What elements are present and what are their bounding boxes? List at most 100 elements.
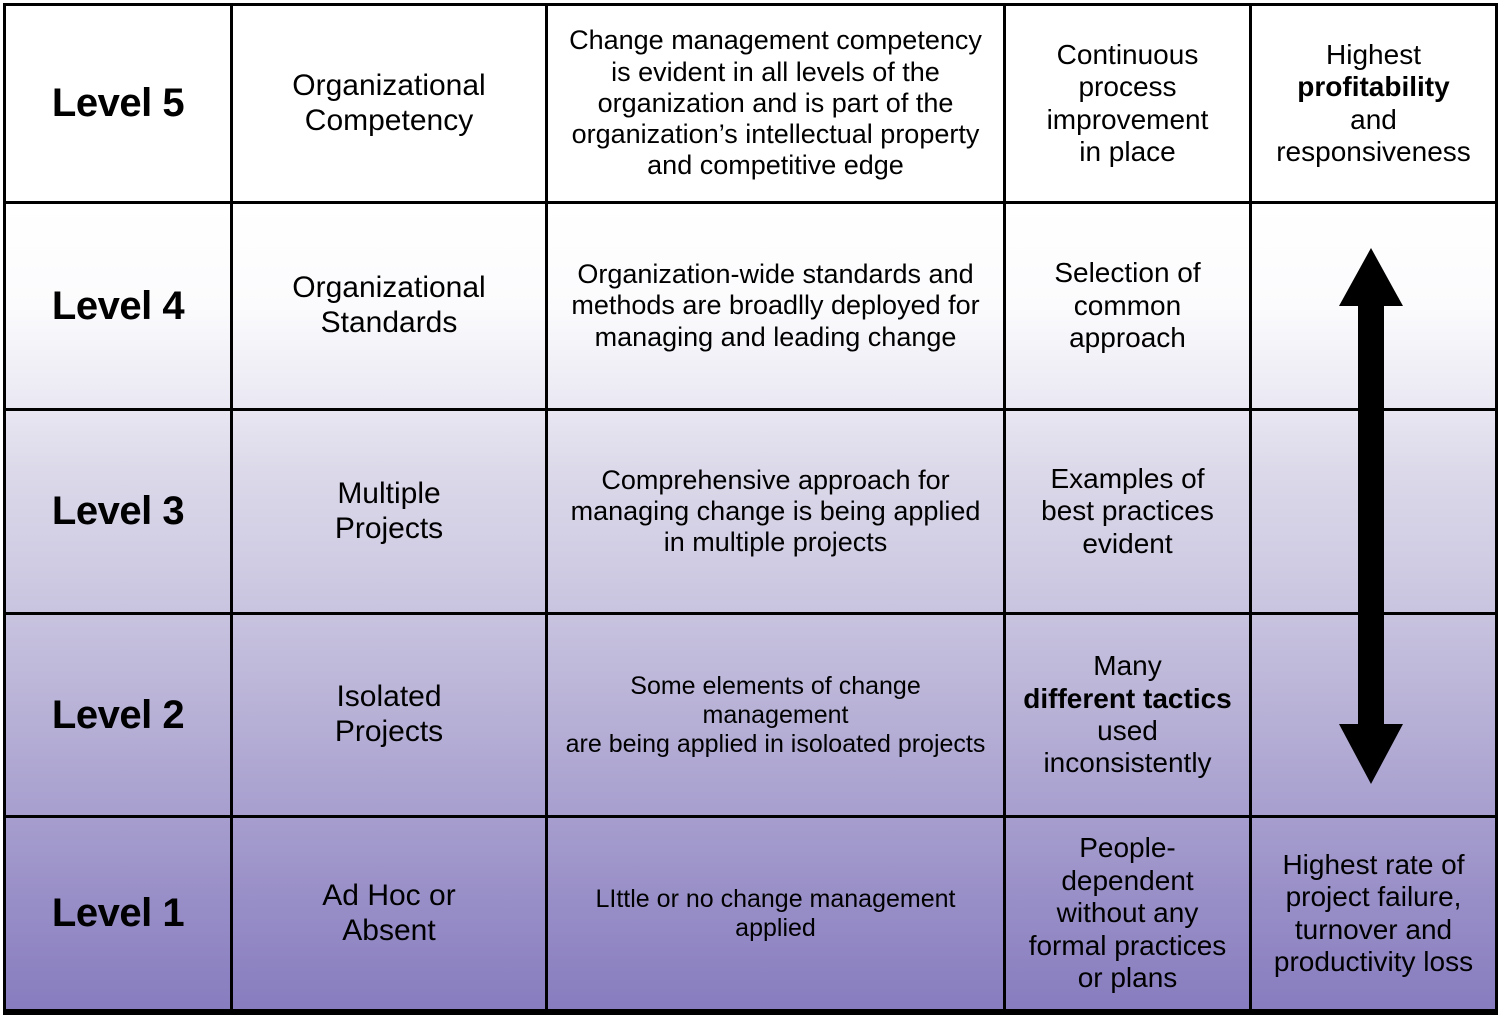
maturity-grid: Level 5 Organizational Competency Change… [3,3,1498,1015]
description-text: Comprehensive approach for managing chan… [571,465,981,559]
stage-cell-4: Organizational Standards [233,204,548,408]
characteristic-line: common [1073,289,1182,321]
description-cell-3: Comprehensive approach for managing chan… [548,411,1006,612]
outcome-cell-5: Highest profitability and responsiveness [1252,6,1495,201]
characteristic-line: evident [1082,527,1173,559]
level-cell-4: Level 4 [6,204,233,408]
outcome-line: and [1350,103,1397,135]
outcome-line: Highest rate of [1282,848,1465,880]
characteristic-line: approach [1069,322,1186,354]
outcome-line: project failure, [1285,881,1462,913]
stage-label: Isolated Projects [335,680,443,750]
outcome-cell-1: Highest rate of project failure, turnove… [1252,818,1495,1009]
level-label: Level 5 [51,81,185,126]
characteristic-cell-4: Selection of common approach [1006,204,1252,408]
characteristic-cell-1: People-dependent without any formal prac… [1006,818,1252,1009]
outcome-text: Highest rate of project failure, turnove… [1274,849,1473,979]
description-text: Change management competency is evident … [569,25,982,182]
outcome-line: responsiveness [1276,135,1471,167]
characteristic-line: People-dependent [1061,832,1194,896]
stage-label: Organizational Standards [292,271,485,341]
description-cell-2: Some elements of change management are b… [548,615,1006,815]
table-row: Level 1 Ad Hoc or Absent LIttle or no ch… [6,818,1495,1012]
description-text: LIttle or no change management applied [556,885,995,943]
stage-line: Organizational [292,271,486,305]
characteristic-line: Many [1093,650,1162,682]
table-row: Level 4 Organizational Standards Organiz… [6,204,1495,411]
stage-line: Multiple [337,476,441,510]
stage-line: Competency [304,103,474,137]
description-line: managing change is being applied [570,495,981,526]
level-cell-1: Level 1 [6,818,233,1009]
description-line: Organization-wide standards and [577,259,974,290]
characteristic-line: improvement [1046,103,1209,135]
level-cell-3: Level 3 [6,411,233,612]
description-line: and competitive edge [647,150,904,181]
stage-line: Organizational [292,68,486,102]
characteristic-line: Selection of [1054,257,1201,289]
characteristic-cell-5: Continuous process improvement in place [1006,6,1252,201]
table-row: Level 5 Organizational Competency Change… [6,6,1495,204]
level-label: Level 2 [51,692,185,737]
description-text: Some elements of change management are b… [556,672,995,759]
level-cell-5: Level 5 [6,6,233,201]
characteristic-line: in place [1079,135,1176,167]
outcome-line: profitability [1297,71,1450,103]
description-line: managing and leading change [594,321,957,352]
stage-line: Standards [320,306,458,339]
stage-line: Projects [334,511,444,545]
stage-line: Isolated [336,680,442,714]
description-text: Organization-wide standards and methods … [571,259,979,353]
description-line: organization’s intellectual property [571,119,980,150]
stage-cell-2: Isolated Projects [233,615,548,815]
description-line: methods are broadlly deployed for [571,290,980,321]
stage-line: Ad Hoc or [322,878,456,912]
level-label: Level 4 [51,283,185,328]
characteristic-line: process [1078,71,1177,103]
outcome-cell-3 [1252,411,1495,612]
outcome-line: turnover and [1294,913,1453,945]
characteristic-text: Many different tactics used inconsistent… [1023,650,1232,780]
stage-label: Multiple Projects [335,477,443,547]
outcome-cell-4 [1252,204,1495,408]
stage-cell-3: Multiple Projects [233,411,548,612]
description-cell-4: Organization-wide standards and methods … [548,204,1006,408]
characteristic-line: Continuous [1056,38,1199,70]
description-line: organization and is part of the [597,87,954,118]
characteristic-line: formal practices [1028,929,1227,961]
table-row: Level 3 Multiple Projects Comprehensive … [6,411,1495,615]
outcome-line: productivity loss [1273,945,1474,977]
characteristic-line: inconsistently [1043,747,1212,779]
outcome-text: Highest profitability and responsiveness [1276,39,1471,169]
description-cell-1: LIttle or no change management applied [548,818,1006,1009]
description-line: Change management competency [569,25,982,56]
level-label: Level 3 [51,489,185,534]
characteristic-line: without any [1056,897,1199,929]
characteristic-line: or plans [1077,962,1178,994]
description-line: LIttle or no change management applied [595,884,956,942]
description-line: Some elements of change management [630,671,921,729]
characteristic-text: Continuous process improvement in place [1047,39,1209,169]
characteristic-text: Selection of common approach [1054,257,1200,354]
stage-line: Absent [342,913,436,947]
description-line: is evident in all levels of the [611,56,940,87]
description-line: in multiple projects [663,527,888,558]
characteristic-line: used [1097,715,1158,746]
characteristic-cell-2: Many different tactics used inconsistent… [1006,615,1252,815]
characteristic-line: Examples of [1050,462,1205,494]
outcome-line: Highest [1326,38,1421,70]
characteristic-line: best practices [1041,495,1214,527]
table-row: Level 2 Isolated Projects Some elements … [6,615,1495,818]
stage-label: Organizational Competency [292,69,485,139]
description-line: Comprehensive approach for [601,464,950,495]
stage-line: Projects [334,715,444,748]
description-cell-5: Change management competency is evident … [548,6,1006,201]
stage-cell-5: Organizational Competency [233,6,548,201]
description-line: are being applied in isoloated projects [565,729,986,758]
stage-label: Ad Hoc or Absent [322,879,455,949]
characteristic-line: different tactics [1023,682,1232,714]
level-cell-2: Level 2 [6,615,233,815]
stage-cell-1: Ad Hoc or Absent [233,818,548,1009]
characteristic-text: People-dependent without any formal prac… [1014,832,1241,994]
